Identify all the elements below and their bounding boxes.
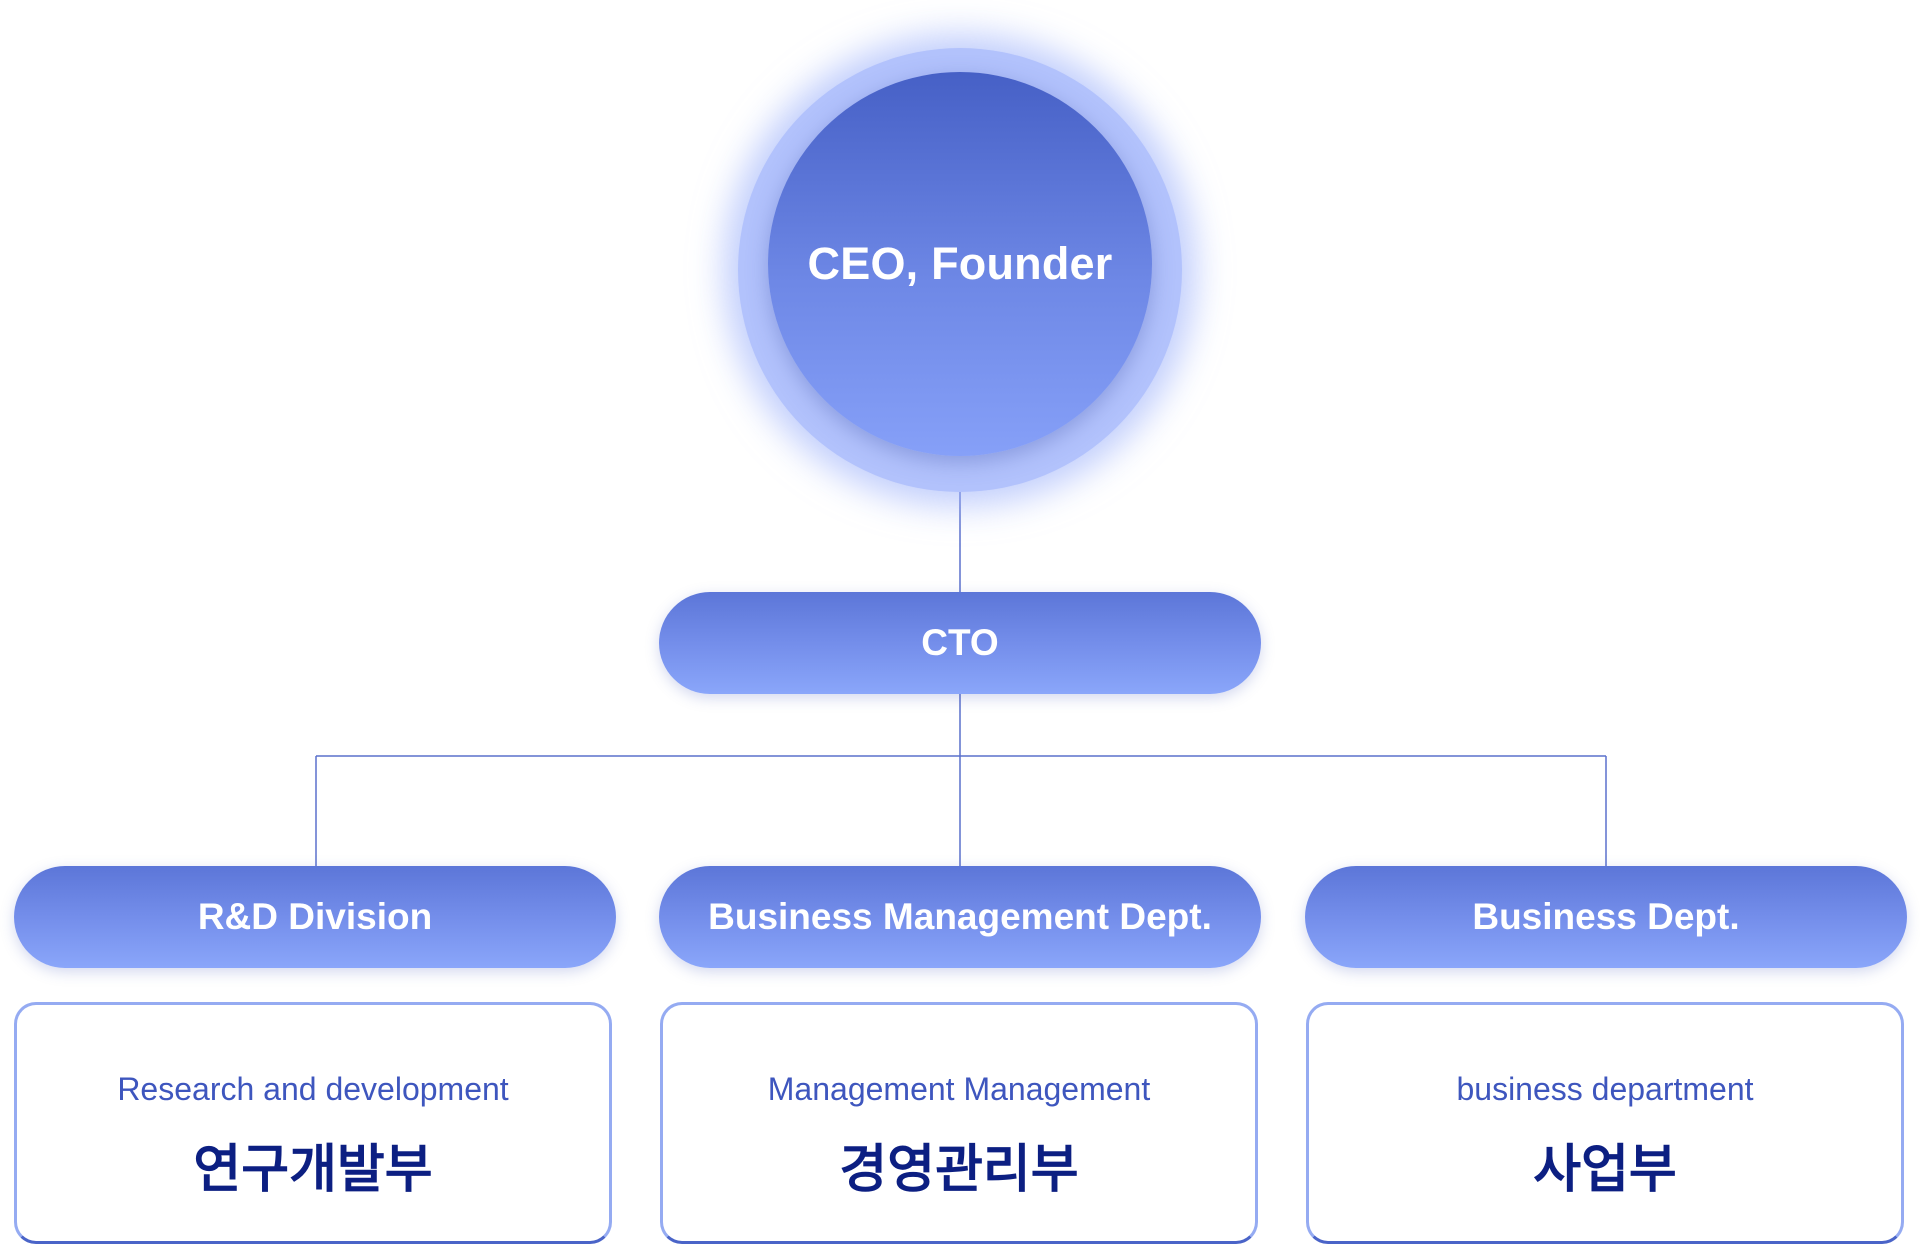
dept-card-en-rnd: Research and development — [117, 1071, 509, 1107]
dept-title-business-management: Business Management Dept. — [708, 896, 1212, 937]
dept-card-ko-rnd: 연구개발부 — [193, 1141, 433, 1199]
dept-title-rnd: R&D Division — [197, 896, 433, 937]
dept-card-ko-business: 사업부 — [1533, 1141, 1677, 1199]
dept-card-en-business: business department — [1456, 1071, 1754, 1107]
ceo-node: CEO, Founder — [768, 72, 1152, 456]
dept-card-en-business-management: Management Management — [767, 1071, 1151, 1107]
dept-card-business: business department 사업부 — [1306, 1002, 1904, 1244]
cto-node: CTO — [659, 592, 1261, 694]
dept-title-business: Business Dept. — [1472, 896, 1740, 937]
dept-node-business-management: Business Management Dept. — [659, 866, 1261, 968]
dept-card-business-management: Management Management 경영관리부 — [660, 1002, 1258, 1244]
dept-card-rnd: Research and development 연구개발부 — [14, 1002, 612, 1244]
cto-label: CTO — [921, 622, 999, 663]
dept-card-ko-business-management: 경영관리부 — [839, 1141, 1079, 1199]
dept-node-business: Business Dept. — [1305, 866, 1907, 968]
ceo-label: CEO, Founder — [807, 238, 1113, 289]
dept-node-rnd: R&D Division — [14, 866, 616, 968]
